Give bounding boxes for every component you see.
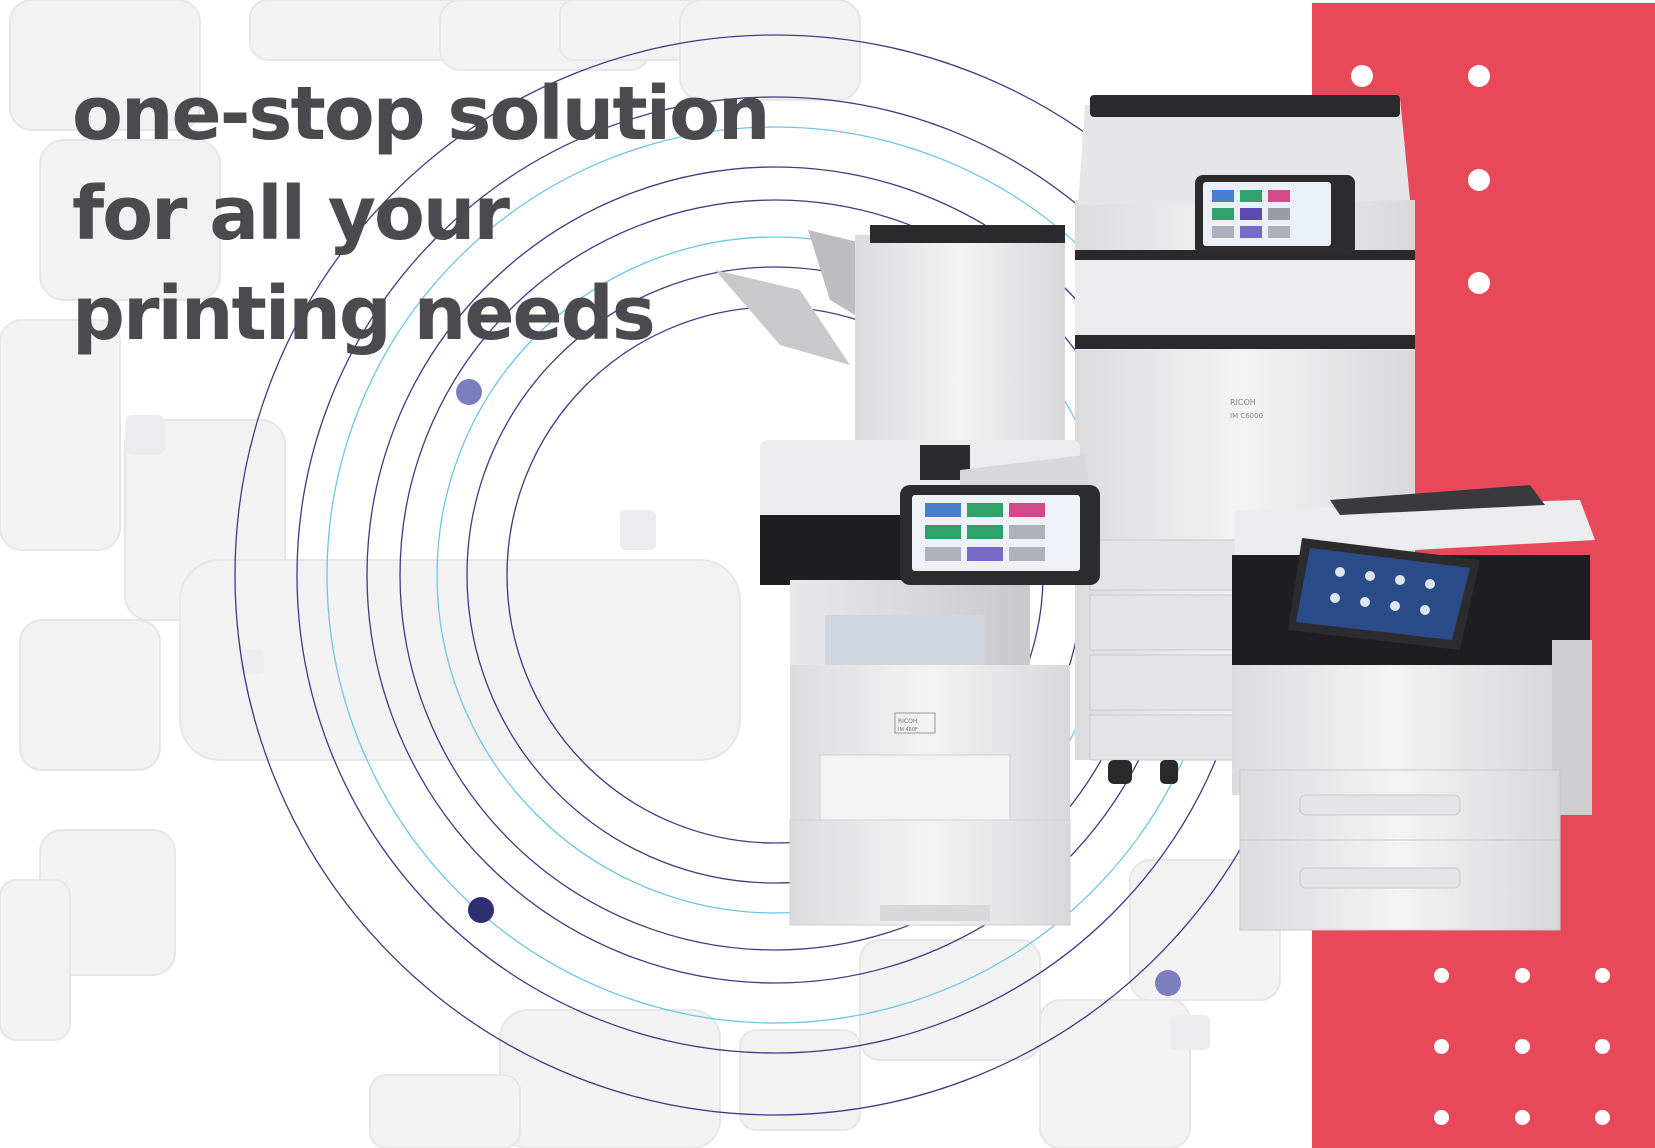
front-right-printer xyxy=(1232,485,1595,931)
headline-line-3: printing needs xyxy=(72,271,656,357)
headline-line-1: one-stop solution xyxy=(72,71,771,157)
large-printer-brand: RICOH xyxy=(1230,398,1256,407)
front-printer-model: IM 460F xyxy=(898,727,918,733)
ring-dot-right xyxy=(1155,970,1181,996)
front-left-printer: RICOH IM 460F xyxy=(760,440,1100,926)
large-printer-model: IM C6000 xyxy=(1230,412,1263,420)
ring-dot-upper xyxy=(456,379,482,405)
ring-dot-lower xyxy=(468,897,494,923)
headline: one-stop solution for all your printing … xyxy=(72,64,771,364)
front-printer-brand: RICOH xyxy=(898,718,917,725)
headline-line-2: for all your xyxy=(72,171,510,257)
